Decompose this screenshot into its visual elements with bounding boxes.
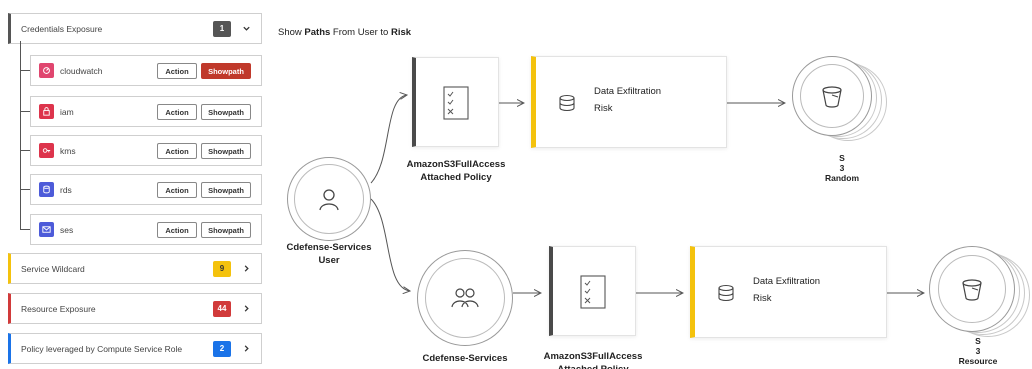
tree-branch: [20, 70, 30, 71]
chevron-down-icon[interactable]: [240, 23, 252, 35]
showpath-button[interactable]: Showpath: [201, 143, 251, 159]
service-row-rds: rds Action Showpath: [30, 174, 262, 205]
risk-label: Data Exfiltration Risk: [753, 276, 821, 304]
showpath-button[interactable]: Showpath: [201, 222, 251, 238]
policy-node-bottom[interactable]: [549, 246, 636, 336]
section-label: Service Wildcard: [21, 263, 85, 274]
service-row-iam: iam Action Showpath: [30, 96, 262, 127]
section-label: Resource Exposure: [21, 303, 96, 314]
bucket-node-bottom-label: S 3 Resource: [958, 336, 998, 366]
policy-node-top[interactable]: [412, 57, 499, 147]
tree-connector: [20, 41, 21, 230]
service-name: rds: [60, 185, 72, 195]
service-name: ses: [60, 225, 74, 235]
tree-branch: [20, 189, 30, 190]
service-name: kms: [60, 146, 76, 156]
action-button[interactable]: Action: [157, 182, 197, 198]
user-icon: [319, 189, 339, 211]
graph-heading: Show Paths From User to Risk: [278, 27, 412, 38]
service-name: cloudwatch: [60, 66, 103, 76]
s3-bucket-icon: [962, 279, 982, 301]
bucket-node-bottom[interactable]: [929, 246, 1015, 332]
database-icon: [718, 284, 734, 302]
group-node-label: Cdefense-Services: [422, 353, 508, 364]
iam-icon: [39, 104, 54, 119]
action-button[interactable]: Action: [157, 143, 197, 159]
s3-bucket-icon: [822, 86, 842, 108]
ses-icon: [39, 222, 54, 237]
risk-node-top[interactable]: Data Exfiltration Risk: [531, 56, 727, 148]
service-wildcard-section[interactable]: Service Wildcard 9: [8, 253, 262, 284]
count-badge: 44: [213, 300, 231, 317]
credentials-exposure-section[interactable]: Credentials Exposure 1: [8, 13, 262, 44]
policy-node-bottom-label: AmazonS3FullAccess Attached Policy: [543, 351, 643, 369]
service-name: iam: [60, 107, 74, 117]
user-node[interactable]: [287, 157, 371, 241]
section-label: Policy leveraged by Compute Service Role: [21, 343, 183, 354]
policy-node-top-label: AmazonS3FullAccess Attached Policy: [406, 159, 506, 183]
group-node[interactable]: [417, 250, 513, 346]
user-node-label: Cdefense-Services User: [286, 242, 372, 266]
tree-branch: [20, 229, 30, 230]
checklist-icon: [443, 86, 469, 120]
showpath-button[interactable]: Showpath: [201, 104, 251, 120]
count-badge: 2: [213, 340, 231, 357]
rds-icon: [39, 182, 54, 197]
count-badge: 1: [213, 20, 231, 37]
kms-icon: [39, 143, 54, 158]
cloudwatch-icon: [39, 63, 54, 78]
chevron-right-icon[interactable]: [240, 263, 252, 275]
compute-role-section[interactable]: Policy leveraged by Compute Service Role…: [8, 333, 262, 364]
bucket-node-top-label: S 3 Random: [825, 153, 859, 183]
section-label: Credentials Exposure: [21, 23, 103, 34]
database-icon: [559, 94, 575, 112]
tree-branch: [20, 150, 30, 151]
risk-node-bottom[interactable]: Data Exfiltration Risk: [690, 246, 887, 338]
risk-label: Data Exfiltration Risk: [594, 86, 662, 114]
count-badge: 9: [213, 260, 231, 277]
action-button[interactable]: Action: [157, 222, 197, 238]
checklist-icon: [580, 275, 606, 309]
resource-exposure-section[interactable]: Resource Exposure 44: [8, 293, 262, 324]
bucket-node-top[interactable]: [792, 56, 872, 136]
action-button[interactable]: Action: [157, 63, 197, 79]
showpath-button[interactable]: Showpath: [201, 182, 251, 198]
group-icon: [451, 288, 479, 308]
chevron-right-icon[interactable]: [240, 303, 252, 315]
tree-branch: [20, 111, 30, 112]
service-row-cloudwatch: cloudwatch Action Showpath: [30, 55, 262, 86]
showpath-button[interactable]: Showpath: [201, 63, 251, 79]
service-row-ses: ses Action Showpath: [30, 214, 262, 245]
chevron-right-icon[interactable]: [240, 343, 252, 355]
service-row-kms: kms Action Showpath: [30, 135, 262, 166]
action-button[interactable]: Action: [157, 104, 197, 120]
